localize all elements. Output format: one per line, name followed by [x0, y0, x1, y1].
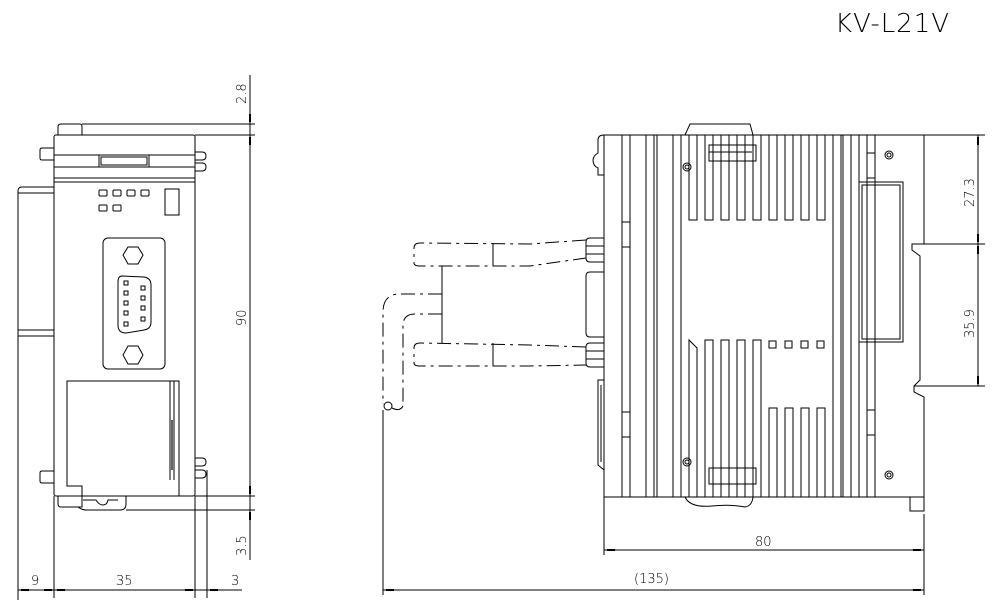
- cable-outline: [382, 239, 587, 411]
- model-title: KV-L21V: [835, 9, 950, 39]
- dim-rail-height: 35.9: [963, 309, 978, 338]
- dim-total-depth: (135): [634, 572, 669, 587]
- dim-height: 90: [235, 309, 250, 326]
- dim-left-width: 9: [31, 574, 39, 589]
- dim-right-width: 3: [231, 574, 239, 589]
- dim-body-width: 35: [116, 574, 133, 589]
- front-view: [17, 123, 207, 600]
- front-dimensions: 2.8 90 3.5 9 35 3: [18, 75, 255, 598]
- dim-bottom-offset: 3.5: [235, 535, 250, 556]
- side-dimensions: 27.3 35.9 80 (135): [382, 134, 985, 595]
- dim-depth: 80: [755, 535, 772, 550]
- dim-top-offset: 2.8: [235, 83, 250, 104]
- side-view: [585, 123, 925, 512]
- dim-upper-height: 27.3: [963, 178, 978, 207]
